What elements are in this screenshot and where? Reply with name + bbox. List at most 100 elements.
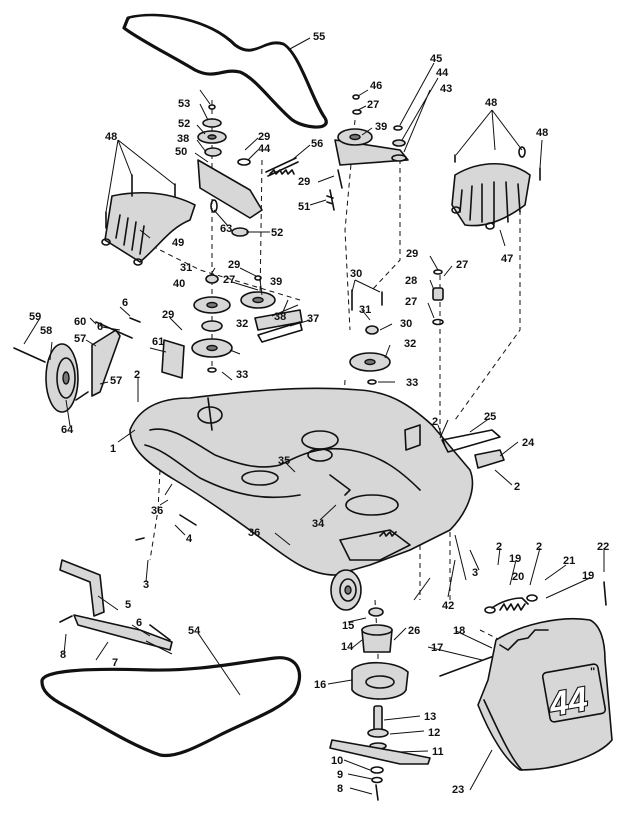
deck-size-badge: 44 — [546, 680, 591, 724]
callout-58: 58 — [40, 325, 52, 337]
idler-bracket-assembly — [197, 104, 335, 237]
callout-23: 23 — [452, 784, 464, 796]
callout-15: 15 — [342, 620, 354, 632]
callout-56: 56 — [311, 138, 323, 150]
callout-26: 26 — [408, 625, 420, 637]
callout-45: 45 — [430, 53, 442, 65]
callout-31: 31 — [359, 304, 371, 316]
callout-3: 3 — [143, 579, 149, 591]
callout-38: 38 — [274, 311, 286, 323]
callout-52: 52 — [271, 227, 283, 239]
callout-57: 57 — [110, 375, 122, 387]
callout-61: 61 — [152, 336, 164, 348]
callout-64: 64 — [61, 424, 74, 436]
callout-7: 7 — [112, 657, 118, 669]
callout-46: 46 — [370, 80, 382, 92]
callout-20: 20 — [512, 571, 524, 583]
upper-drive-belt — [122, 13, 328, 129]
callout-57: 57 — [74, 333, 86, 345]
callout-27: 27 — [456, 259, 468, 271]
idler-arm-right — [334, 94, 409, 189]
callout-5: 5 — [125, 599, 131, 611]
callout-36: 36 — [248, 527, 260, 539]
callout-48: 48 — [105, 131, 117, 143]
callout-30: 30 — [400, 318, 412, 330]
left-gauge-wheel — [13, 317, 185, 413]
callout-31: 31 — [180, 262, 192, 274]
callout-48: 48 — [485, 97, 497, 109]
left-belt-guard — [101, 174, 196, 266]
callout-32: 32 — [404, 338, 416, 350]
mower-deck-housing — [129, 387, 505, 576]
callout-59: 59 — [29, 311, 41, 323]
callout-11: 11 — [432, 746, 444, 758]
callout-53: 53 — [178, 98, 190, 110]
callout-25: 25 — [484, 411, 496, 423]
callout-28: 28 — [405, 275, 417, 287]
left-pulley-stack — [191, 274, 303, 373]
callout-42: 42 — [442, 600, 454, 612]
callout-35: 35 — [278, 455, 290, 467]
callout-34: 34 — [312, 518, 325, 530]
part-callouts: 55 45 46 44 43 27 39 53 52 38 29 50 44 5… — [29, 31, 609, 796]
callout-6: 6 — [122, 297, 128, 309]
callout-2: 2 — [514, 481, 520, 493]
discharge-chute — [477, 617, 613, 771]
callout-8: 8 — [60, 649, 66, 661]
callout-16: 16 — [314, 679, 326, 691]
callout-27: 27 — [367, 99, 379, 111]
callout-44: 44 — [258, 143, 271, 155]
deck-hanger-bracket — [59, 537, 173, 651]
callout-18: 18 — [453, 625, 465, 637]
lower-deck-belt — [40, 656, 302, 758]
callout-9: 9 — [337, 769, 343, 781]
callout-22: 22 — [597, 541, 609, 553]
callout-8: 8 — [337, 783, 343, 795]
callout-leaders — [23, 37, 605, 795]
callout-21: 21 — [563, 555, 575, 567]
callout-2: 2 — [496, 541, 502, 553]
callout-38: 38 — [177, 133, 189, 145]
callout-39: 39 — [375, 121, 387, 133]
callout-29: 29 — [406, 248, 418, 260]
callout-54: 54 — [188, 625, 201, 637]
callout-33: 33 — [406, 377, 418, 389]
callout-29: 29 — [162, 309, 174, 321]
callout-2: 2 — [536, 541, 542, 553]
callout-24: 24 — [522, 437, 535, 449]
callout-39: 39 — [270, 276, 282, 288]
callout-32: 32 — [236, 318, 248, 330]
callout-49: 49 — [172, 237, 184, 249]
callout-29: 29 — [228, 259, 240, 271]
callout-40: 40 — [173, 278, 185, 290]
chute-spring-assembly — [439, 581, 607, 677]
callout-12: 12 — [428, 727, 440, 739]
callout-10: 10 — [331, 755, 343, 767]
callout-55: 55 — [313, 31, 325, 43]
callout-14: 14 — [341, 641, 354, 653]
callout-6: 6 — [97, 321, 103, 333]
callout-48: 48 — [536, 127, 548, 139]
callout-2: 2 — [432, 416, 438, 428]
callout-44: 44 — [436, 67, 449, 79]
callout-43: 43 — [440, 83, 452, 95]
callout-29: 29 — [258, 131, 270, 143]
callout-33: 33 — [236, 369, 248, 381]
callout-17: 17 — [431, 642, 443, 654]
right-pulley-stack — [349, 269, 444, 385]
callout-6: 6 — [136, 617, 142, 629]
deck-size-badge-mark: " — [590, 666, 595, 678]
right-belt-guard — [451, 146, 541, 230]
callout-19: 19 — [582, 570, 594, 582]
callout-47: 47 — [501, 253, 513, 265]
spindle-assembly — [329, 607, 431, 801]
callout-2: 2 — [134, 369, 140, 381]
callout-13: 13 — [424, 711, 436, 723]
callout-50: 50 — [175, 146, 187, 158]
anti-scalp-wheel — [330, 569, 362, 611]
callout-19: 19 — [509, 553, 521, 565]
callout-1: 1 — [110, 443, 116, 455]
callout-30: 30 — [350, 268, 362, 280]
callout-3: 3 — [472, 567, 478, 579]
